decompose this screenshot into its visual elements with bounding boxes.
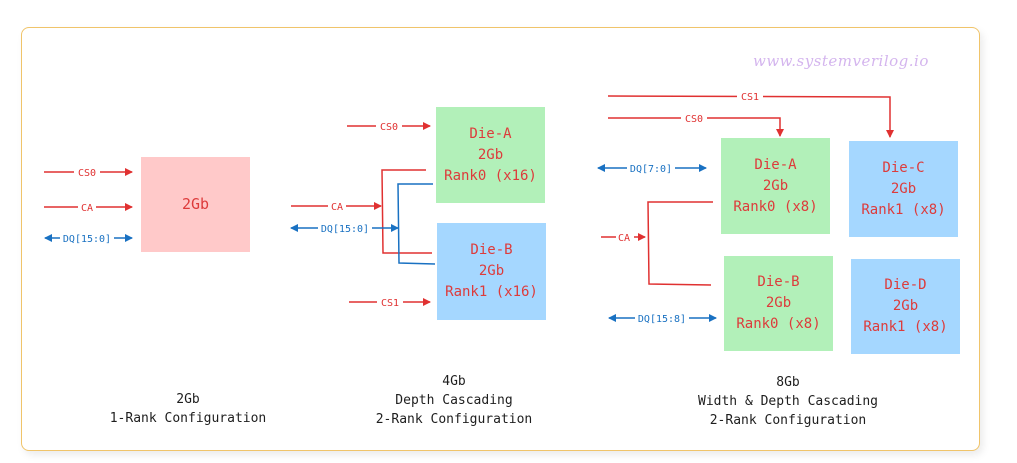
cs0-wire <box>608 117 784 137</box>
die-size: 2Gb <box>892 298 919 314</box>
die-rank: Rank1 (x8) <box>863 319 948 335</box>
caption-line: 2Gb <box>176 392 200 407</box>
c3-cs0-label: CS0 <box>685 114 703 125</box>
die-size: 2Gb <box>762 177 789 194</box>
c2-ca-label: CA <box>331 202 343 213</box>
die-b-rank0: Die-B 2Gb Rank0 (x8) <box>724 256 833 351</box>
die-rank: Rank1 (x16) <box>445 284 538 300</box>
c1-cs0-label: CS0 <box>78 168 96 179</box>
c3-cs1-label: CS1 <box>741 92 759 103</box>
caption-line: 1-Rank Configuration <box>109 411 267 426</box>
die-d-rank1: Die-D 2Gb Rank1 (x8) <box>851 259 960 354</box>
ca-bus <box>381 169 432 254</box>
c3-ca-label: CA <box>618 233 630 244</box>
die-size: 2Gb <box>478 263 505 279</box>
watermark: www.systemverilog.io <box>753 52 929 70</box>
die-name: Die-A <box>469 125 512 142</box>
die-name: Die-D <box>884 277 927 293</box>
die-name: Die-B <box>470 242 513 258</box>
caption-config2: 4Gb Depth Cascading 2-Rank Configuration <box>376 372 533 429</box>
die-b-rank1: Die-B 2Gb Rank1 (x16) <box>437 223 546 320</box>
c2-cs1-label: CS1 <box>381 298 399 309</box>
die-size: 2Gb <box>477 146 504 163</box>
die-name: Die-B <box>757 274 800 290</box>
die-rank: Rank1 (x8) <box>861 201 946 218</box>
die-rank: Rank0 (x8) <box>733 198 818 215</box>
c2-cs0-label: CS0 <box>380 122 398 133</box>
die-label: 2Gb <box>181 195 210 213</box>
die-rank: Rank0 (x16) <box>444 167 537 184</box>
c3-dq-high-label: DQ[15:8] <box>638 314 686 325</box>
die-size: 2Gb <box>890 180 917 197</box>
c1-dq-label: DQ[15:0] <box>63 234 111 245</box>
c1-ca-label: CA <box>81 203 93 214</box>
caption-line: 8Gb <box>776 375 800 390</box>
die-a-rank0: Die-A 2Gb Rank0 (x16) <box>436 107 545 203</box>
die-rank: Rank0 (x8) <box>736 316 821 332</box>
die-size: 2Gb <box>765 295 792 311</box>
caption-config1: 2Gb 1-Rank Configuration <box>110 390 267 428</box>
ca-bus <box>647 201 713 286</box>
die-name: Die-C <box>882 159 925 176</box>
c3-dq-low-label: DQ[7:0] <box>630 164 672 175</box>
caption-line: 4Gb <box>442 374 466 389</box>
die-a-rank0: Die-A 2Gb Rank0 (x8) <box>721 138 830 234</box>
die-2gb: 2Gb <box>141 157 250 252</box>
config2-wires <box>290 122 436 306</box>
dq-bus <box>397 183 436 265</box>
c2-dq-label: DQ[15:0] <box>321 224 369 235</box>
cs1-wire <box>607 95 894 138</box>
caption-config3: 8Gb Width & Depth Cascading 2-Rank Confi… <box>698 373 878 430</box>
caption-line: Depth Cascading <box>395 393 513 408</box>
die-c-rank1: Die-C 2Gb Rank1 (x8) <box>849 141 958 237</box>
caption-line: 2-Rank Configuration <box>375 412 533 427</box>
die-name: Die-A <box>754 156 797 173</box>
caption-line: 2-Rank Configuration <box>709 413 867 428</box>
caption-line: Width & Depth Cascading <box>697 394 879 409</box>
